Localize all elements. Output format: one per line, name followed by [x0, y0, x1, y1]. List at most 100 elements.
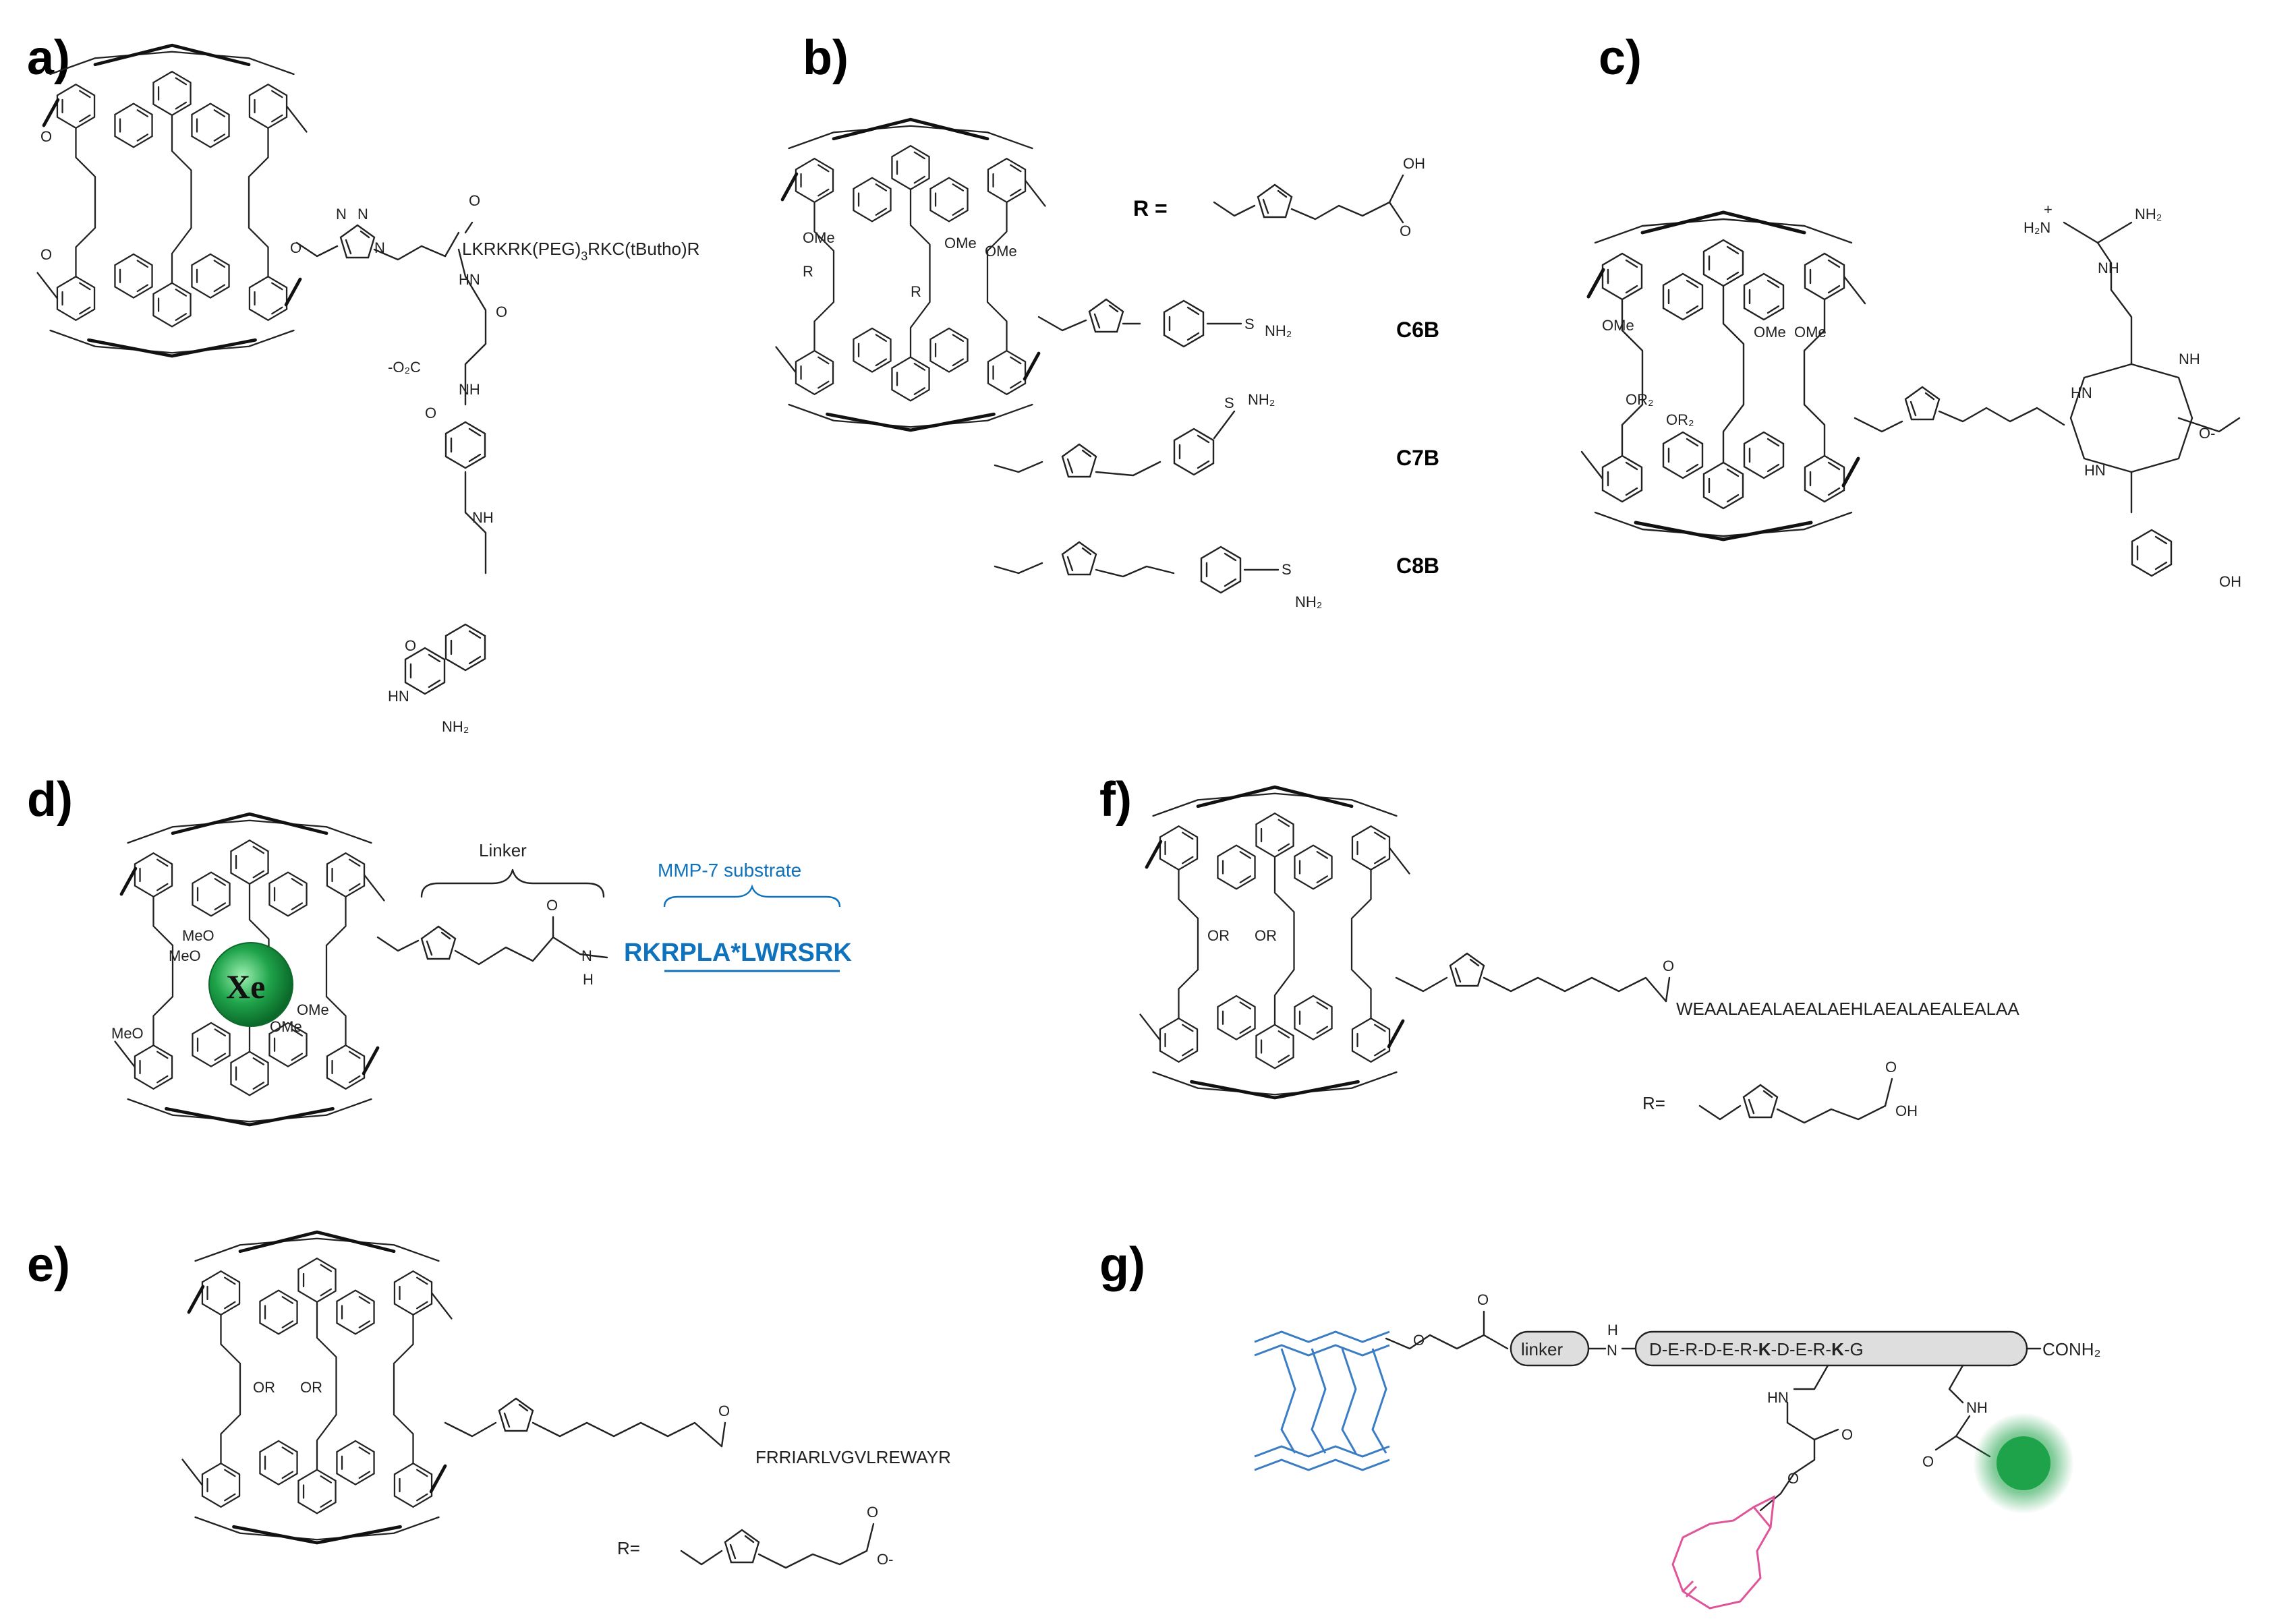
panel-g-peptide-sequence: D-E-R-D-E-R-K-D-E-R-K-G	[1649, 1339, 1864, 1359]
panel-a-atom: O	[40, 128, 52, 145]
panel-b-compound-c7b: C7B	[1396, 446, 1439, 470]
panel-f-atom: OR	[1207, 927, 1230, 944]
panel-g: g) O O linker H N D-E-R-D-E-R-K-D-E-R-K-…	[1099, 1238, 2101, 1610]
panel-b-c6b-substituent: S NH₂	[1037, 298, 1292, 348]
panel-g-atom: HN	[1767, 1389, 1789, 1406]
panel-d-xenon-label: Xe	[226, 968, 265, 1005]
panel-a-atom: HN	[388, 688, 409, 705]
panel-g-side-chains	[1759, 1364, 1991, 1512]
panel-e-peptide: FRRIARLVGVLREWAYR	[755, 1447, 951, 1467]
panel-g-label: g)	[1099, 1238, 1145, 1292]
panel-d: d) Xe MeO MeO OMe OMe MeO O N H Linker M…	[27, 773, 852, 1125]
panel-a-peptide-chain: LKRKRK(PEG)3RKC(tButho)R	[462, 239, 699, 263]
panel-d-substrate-sequence: RKRPLA*LWRSRK	[624, 939, 852, 967]
panel-d-linker-brace	[420, 869, 605, 898]
panel-a-label: a)	[27, 31, 70, 85]
panel-b-atom: OMe	[803, 229, 835, 246]
panel-e-r-group	[680, 1523, 875, 1569]
panel-g-terminus: CONH₂	[2042, 1339, 2101, 1359]
panel-c-atom: OMe	[1602, 317, 1634, 334]
panel-e-atom: O-	[877, 1551, 893, 1568]
panel-c-triazole-linker	[1854, 386, 2065, 433]
panel-b-atom: R	[803, 263, 813, 280]
panel-c-atom: NH₂	[2135, 206, 2162, 223]
panel-d-atom: N	[581, 947, 592, 964]
panel-g-linker-label: linker	[1521, 1339, 1563, 1359]
panel-g-atom: H	[1607, 1322, 1618, 1338]
panel-d-xenon-atom	[208, 942, 293, 1027]
panel-g-atom: O	[1413, 1332, 1425, 1349]
panel-d-atom: MeO	[111, 1025, 144, 1042]
panel-c-atom: HN	[2071, 384, 2092, 401]
panel-c-atom: OR₂	[1666, 411, 1694, 428]
panel-a-cryptophane-cage	[37, 45, 306, 356]
panel-b-compound-c6b: C6B	[1396, 318, 1439, 342]
panel-a-atom: O	[40, 246, 52, 263]
panel-a-atom: O	[469, 192, 480, 209]
panel-g-atom: NH	[1966, 1399, 1988, 1416]
panel-d-substrate-brace	[663, 884, 841, 908]
panel-d-linker-label: Linker	[479, 840, 527, 860]
panel-f-r-label: R=	[1642, 1093, 1665, 1113]
panel-b-compound-c8b: C8B	[1396, 554, 1439, 578]
panel-a-atom: O	[405, 637, 416, 654]
panel-c-atom: +	[2044, 201, 2053, 218]
panel-g-cucurbit-cage	[1254, 1330, 1390, 1471]
panel-g-fluorophore	[1997, 1436, 2050, 1490]
panel-a-atom: NH	[472, 509, 494, 526]
panel-b-atom: S	[1244, 316, 1255, 332]
panel-b-r-label: R =	[1133, 196, 1168, 220]
panel-b-cryptophane-cage	[776, 119, 1045, 430]
panel-c-atom: H₂N	[2024, 219, 2050, 236]
panel-b-c7b-substituent: S NH₂	[994, 391, 1275, 478]
panel-c-atom: O-	[2199, 425, 2215, 442]
panel-e-linker	[444, 1397, 726, 1448]
panel-a-atom: NH	[459, 381, 480, 398]
panel-b-atom: NH₂	[1295, 593, 1322, 610]
panel-d-substrate-label: MMP-7 substrate	[658, 860, 801, 881]
panel-d-atom: O	[546, 897, 558, 914]
panel-a-atom: HN	[459, 271, 480, 288]
panel-g-atom: N	[1607, 1342, 1617, 1359]
panel-c-atom: OR₂	[1626, 391, 1654, 408]
panel-a-atom: N	[357, 206, 368, 223]
panel-b-atom: OMe	[944, 235, 977, 252]
panel-e-atom: OR	[300, 1379, 322, 1396]
panel-e-atom: O	[867, 1504, 878, 1521]
panel-e-label: e)	[27, 1238, 70, 1292]
panel-e: e) OR OR O FRRIARLVGVLREWAYR R= O O-	[27, 1232, 951, 1569]
panel-f-r-group	[1698, 1078, 1893, 1124]
panel-a-atom: O	[496, 303, 507, 320]
panel-b-atom: S	[1224, 394, 1234, 411]
panel-c-cyclic-peptide	[2063, 221, 2241, 577]
panel-f-peptide: WEAALAEALAEALAEHLAEALAEALEALAA	[1676, 999, 2019, 1019]
panel-a-atom: N	[336, 206, 347, 223]
panel-d-label: d)	[27, 773, 73, 827]
panel-c-atom: OMe	[1754, 324, 1786, 341]
panel-b-label: b)	[803, 31, 849, 85]
panel-c-atom: HN	[2084, 462, 2106, 479]
panel-c-atom: OMe	[1794, 324, 1827, 341]
panel-f-linker	[1395, 952, 1671, 1003]
panel-c-atom: NH	[2098, 260, 2119, 276]
panel-f-atom: O	[1663, 958, 1674, 974]
panel-g-linkage	[1385, 1310, 1509, 1350]
panel-a-atom: N	[374, 239, 385, 256]
panel-c-atom: OH	[2219, 573, 2241, 590]
panel-d-atom: MeO	[169, 947, 201, 964]
panel-b-atom: O	[1400, 223, 1411, 239]
panel-c: c) OMe OMe OMe OR₂ OR₂ H₂N NH₂ + NH HN N…	[1582, 31, 2241, 590]
panel-b-atom: NH₂	[1248, 391, 1275, 408]
panel-c-cryptophane-cage	[1582, 212, 1865, 539]
panel-a-atom: O	[425, 405, 436, 421]
panel-b-r-group: OH O	[1213, 155, 1425, 239]
panel-b-atom: S	[1282, 561, 1292, 578]
panel-b-atom: R	[911, 283, 921, 300]
panel-a: a) LKRKRK(PEG)3RKC(tButho)R O HN O -O₂C …	[27, 31, 699, 735]
panel-c-atom: NH	[2179, 351, 2200, 367]
panel-f: f) OR OR O WEAALAEALAEALAEHLAEALAEALEALA…	[1099, 773, 2019, 1124]
panel-d-atom: MeO	[182, 927, 214, 944]
panel-a-triazole-linker	[295, 221, 487, 695]
panel-f-atom: OR	[1255, 927, 1277, 944]
